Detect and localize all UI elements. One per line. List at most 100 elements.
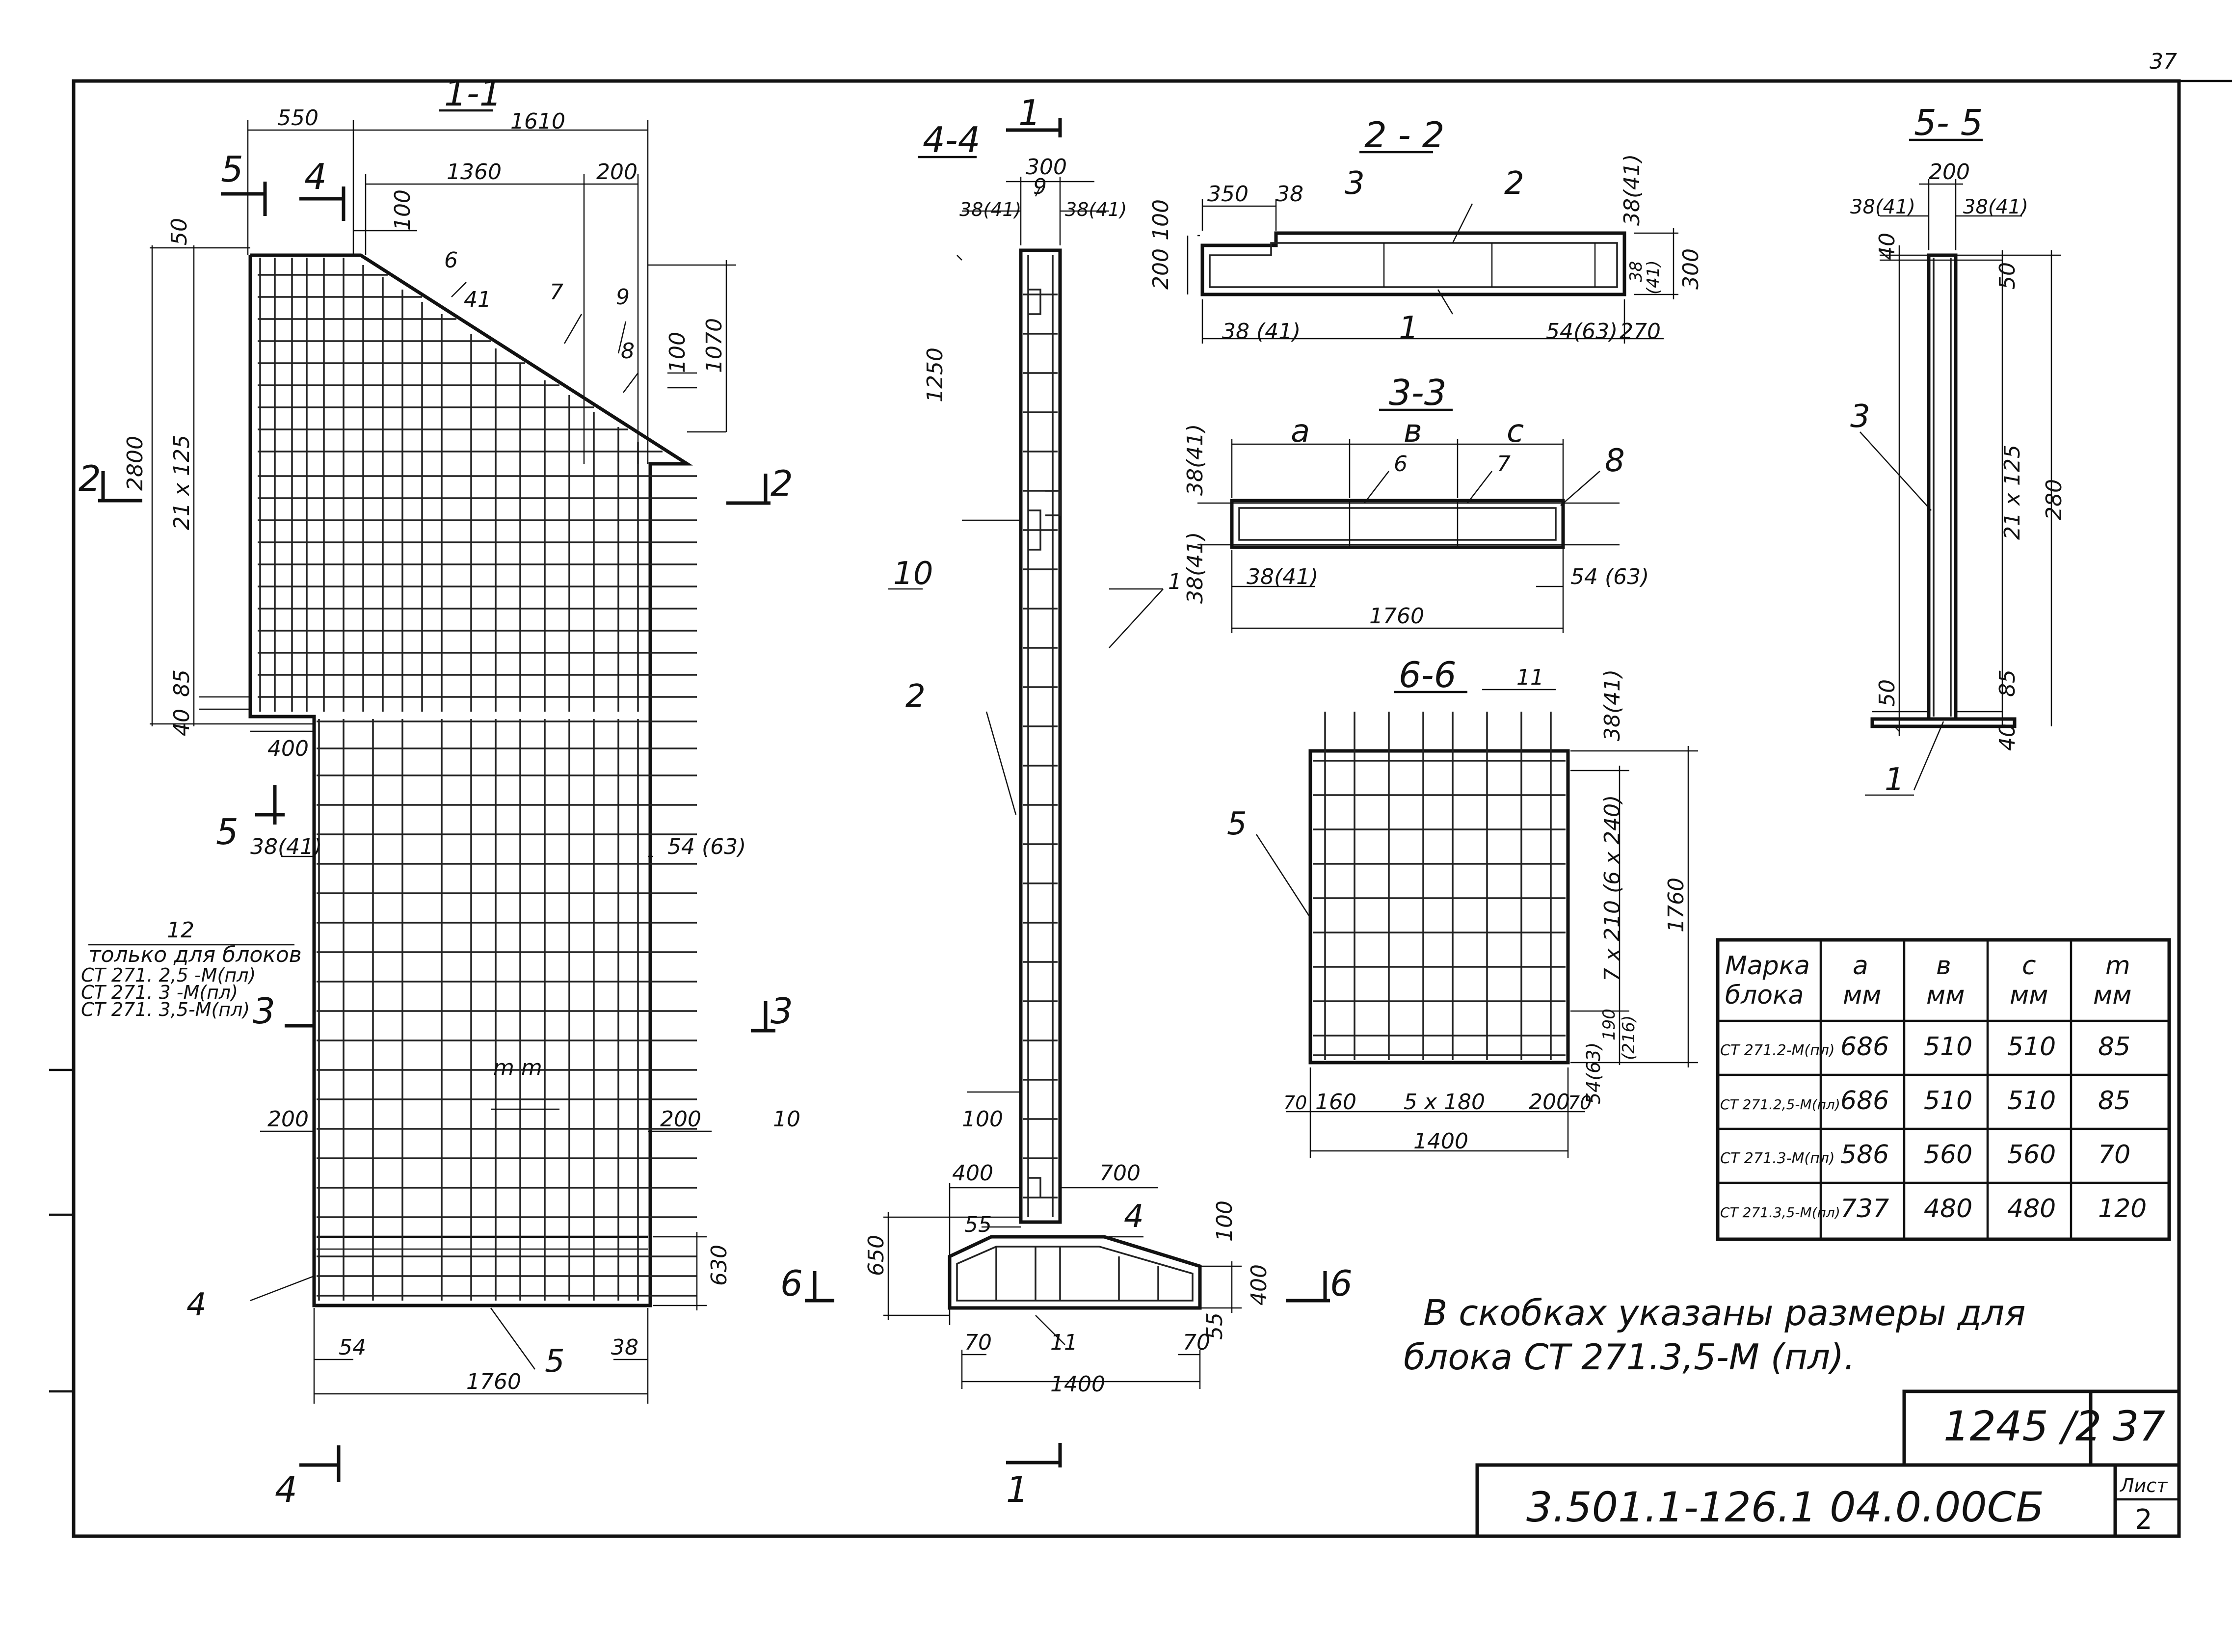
table-row-3-a: 586 [1840, 1140, 1889, 1170]
view-1-1-dimensions [150, 120, 736, 1404]
ref-3: 3 [1345, 165, 1365, 202]
dim-1360: 1360 [447, 160, 502, 185]
dim-200-right: 200 [660, 1107, 701, 1132]
dim-21x125: 21 x 125 [2000, 445, 2025, 540]
th-a-bottom: мм [1843, 981, 1881, 1010]
dim-38-right: 38(41) [1065, 199, 1127, 220]
dim-54-63: 54 (63) [1570, 564, 1649, 589]
note-12-number: 12 [167, 918, 194, 943]
cut-3-left: 3 [253, 990, 275, 1032]
ref-9: 9 [616, 285, 630, 310]
ref-5: 5 [545, 1343, 565, 1380]
dim-700: 700 [1099, 1161, 1141, 1186]
dim-100-foot: 100 [1212, 1200, 1237, 1242]
dim-300: 300 [1678, 248, 1703, 290]
dim-50: 50 [167, 218, 192, 245]
lower-mesh [317, 719, 697, 1301]
dim-200: 200 [1148, 248, 1173, 290]
table-row-2-c: 510 [2007, 1086, 2056, 1116]
dim-2800: 2800 [123, 436, 148, 491]
view-5-5-title: 5- 5 [1914, 102, 1983, 143]
dim-70: 70 [964, 1330, 992, 1355]
cut-1-top: 1 [1018, 92, 1041, 133]
dim-38-41: 38(41) [250, 834, 322, 859]
cut-6-left: 6 [780, 1263, 803, 1304]
dim-38-41-right: 38(41) [1620, 154, 1645, 226]
dim-280: 280 [2042, 479, 2067, 520]
table-row-1-m: 85 [2098, 1032, 2130, 1062]
dim-38-side: 38 [1626, 261, 1646, 282]
dim-40: 40 [1875, 233, 1900, 260]
cut-6-right: 6 [1330, 1263, 1353, 1304]
bracket-note: В скобках указаны размеры для блока СТ 2… [1404, 1292, 2026, 1378]
list-number: 2 [2135, 1504, 2152, 1536]
view-3-3-title: 3-3 [1389, 372, 1447, 413]
dim-5x180: 5 x 180 [1404, 1090, 1485, 1115]
ref-1: 1 [1885, 762, 1905, 798]
ref-5: 5 [1227, 806, 1247, 842]
table-row-4-m: 120 [2098, 1194, 2147, 1224]
dim-70-left: 70 [1283, 1092, 1307, 1114]
th-c-top: c [2022, 951, 2036, 981]
ref-41: 41 [464, 287, 491, 312]
dim-54-63: 54(63) [1546, 319, 1618, 344]
view-2-2: 2 - 2 350 38 3 2 38(41) 200 100 300 [1148, 114, 1703, 346]
dim-38: 38 [611, 1335, 638, 1360]
dim-190: 190 [1599, 1009, 1619, 1040]
view-3-3: 3-3 a в c 6 7 8 38(41) 38(41) 38(41 [1183, 372, 1649, 633]
dim-1760: 1760 [466, 1369, 521, 1394]
ref-8: 8 [1605, 443, 1625, 479]
table-row-3-b: 560 [1924, 1140, 1972, 1170]
table-row-4-c: 480 [2007, 1194, 2056, 1224]
ref-4: 4 [186, 1287, 207, 1323]
col-b: в [1404, 413, 1422, 450]
col-c: c [1507, 413, 1524, 450]
dim-216: (216) [1619, 1015, 1639, 1060]
stamp-page: 37 [2113, 1402, 2165, 1450]
ref-8: 8 [621, 339, 635, 364]
th-b-bottom: мм [1926, 981, 1965, 1010]
table-row-2-b: 510 [1924, 1086, 1972, 1116]
view-6-6-title: 6-6 [1399, 654, 1457, 695]
dim-55-right: 55 [1202, 1312, 1227, 1340]
note-12-line-4: СТ 271. 3,5-М(пл) [81, 999, 250, 1020]
th-mark-top: Марка [1725, 951, 1810, 981]
top-mesh [258, 258, 697, 712]
dim-55: 55 [964, 1212, 992, 1237]
ref-1: 1 [1399, 310, 1419, 346]
ref-4: 4 [1124, 1199, 1144, 1235]
dim-1070: 1070 [702, 318, 727, 373]
view-6-6: 6-6 11 [1227, 654, 1698, 1158]
ref-7: 7 [1497, 452, 1511, 477]
ref-2: 2 [905, 678, 926, 715]
note-12-line-2: СТ 271. 2,5 -М(пл) [81, 964, 256, 986]
th-mark-bottom: блока [1725, 981, 1804, 1010]
dim-200-left: 200 [267, 1107, 309, 1132]
table-row-3-m: 70 [2098, 1140, 2130, 1170]
table-row-4-a: 737 [1840, 1194, 1889, 1224]
view-1-1: 1-1 [79, 73, 800, 1510]
cut-2-right: 2 [771, 463, 793, 504]
dim-650: 650 [864, 1235, 889, 1276]
cut-5-top: 5 [221, 149, 243, 190]
dim-300: 300 [1026, 155, 1067, 180]
dim-21x125: 21 x 125 [169, 435, 194, 530]
cut-4-top: 4 [304, 156, 327, 197]
th-a-top: a [1853, 951, 1868, 981]
dim-85: 85 [169, 669, 194, 697]
table-row-4-mark: СТ 271.3,5-М(пл) [1720, 1204, 1840, 1221]
dim-1400: 1400 [1050, 1372, 1105, 1397]
table-row-3-mark: СТ 271.3-М(пл) [1720, 1150, 1835, 1167]
dim-200: 200 [1529, 1090, 1570, 1115]
ref-10: 10 [773, 1107, 800, 1132]
dim-400-foot: 400 [1247, 1264, 1272, 1306]
dim-400: 400 [952, 1161, 993, 1186]
table-row-2-m: 85 [2098, 1086, 2130, 1116]
note-12-line-3: СТ 271. 3 -М(пл) [81, 982, 238, 1003]
dim-200-top: 200 [596, 160, 638, 185]
table-row-2-mark: СТ 271.2,5-М(пл) [1720, 1096, 1840, 1113]
dim-200: 200 [1929, 160, 1970, 185]
dim-70-right: 70 [1183, 1330, 1210, 1355]
dim-100-right: 100 [665, 332, 690, 373]
